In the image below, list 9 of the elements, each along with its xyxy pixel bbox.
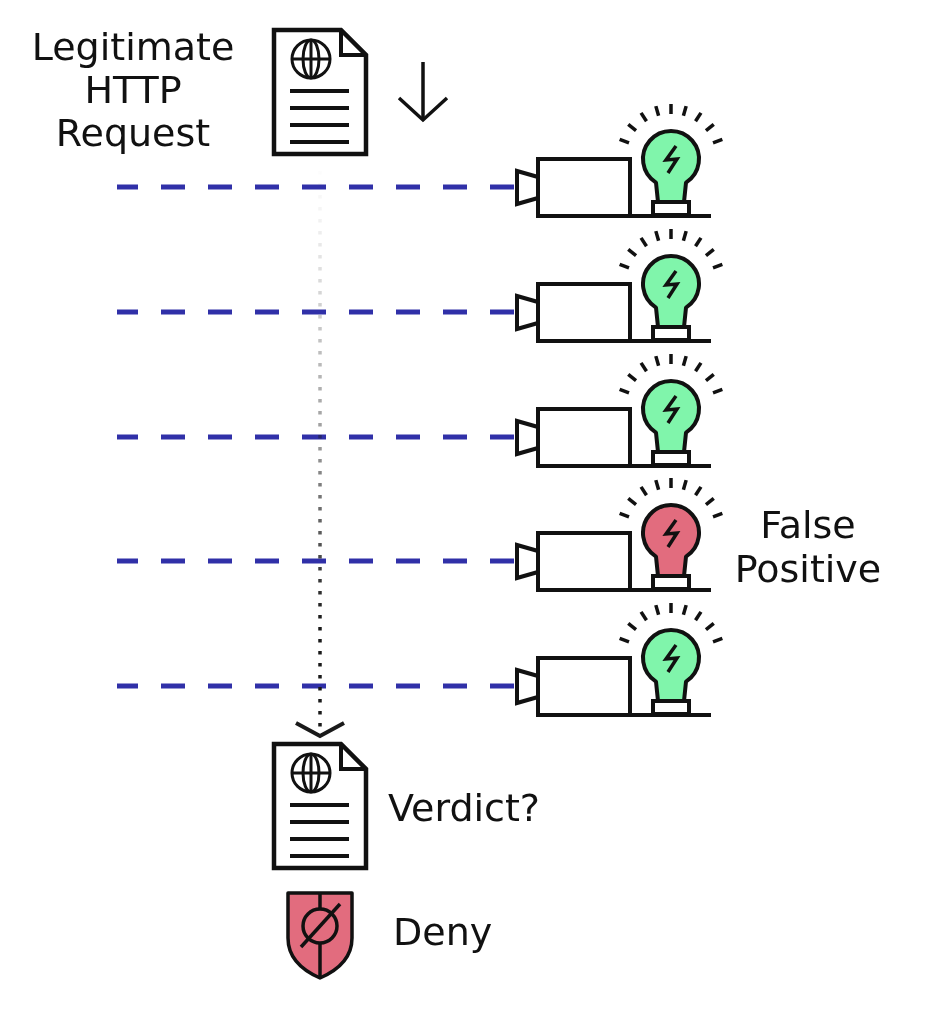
caption-text: Verdict? <box>388 786 542 830</box>
caption-text: Legitimate HTTP Request <box>30 26 236 155</box>
caption-text: False Positive <box>733 503 883 591</box>
dashed-line <box>117 558 514 564</box>
label-text: Deny <box>393 911 493 954</box>
dashed-line <box>117 434 514 440</box>
dashed-line <box>117 309 514 315</box>
dashed-line <box>117 683 514 689</box>
dashed-line <box>117 184 514 190</box>
